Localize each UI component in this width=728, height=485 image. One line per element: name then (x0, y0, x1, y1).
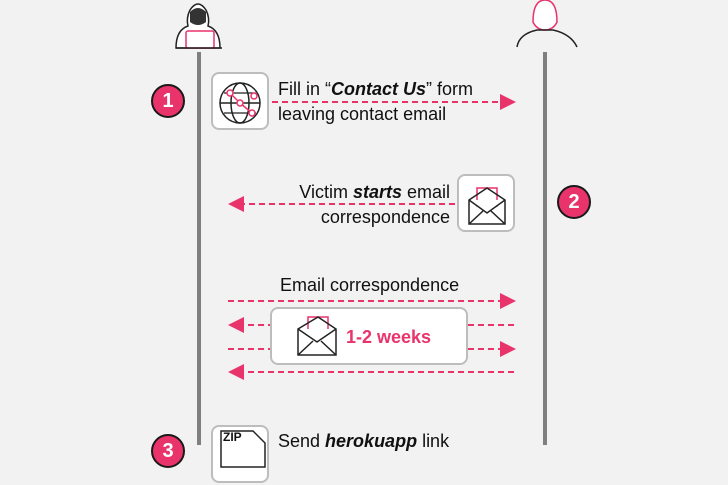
step-3-badge: 3 (151, 434, 185, 468)
step-2-line2: correspondence (320, 207, 450, 227)
hacker-lifeline (197, 52, 201, 445)
step-1-emphasis: Contact Us (331, 79, 427, 99)
step-3-icon-box: ZIP (211, 425, 269, 483)
step-3-post: link (417, 431, 450, 451)
step-2-text: Victim starts email correspondence (294, 180, 450, 230)
hacker-icon (175, 3, 222, 49)
step-2-badge: 2 (557, 185, 591, 219)
step-1-badge: 1 (151, 84, 185, 118)
zip-label: ZIP (223, 430, 242, 444)
step-1-icon-box (211, 72, 269, 130)
step-2-icon-box (457, 174, 515, 232)
correspondence-label: Email correspondence (280, 275, 460, 295)
step-2-pre: Victim (299, 182, 353, 202)
duration-label: 1-2 weeks (346, 327, 432, 347)
globe-network-icon (219, 82, 261, 124)
actors-layer (175, 0, 578, 49)
step-2-emphasis: starts (352, 182, 402, 202)
step-2-post: email (401, 182, 450, 202)
victim-icon (516, 0, 578, 48)
step-3-emphasis: herokuapp (325, 431, 418, 451)
envelope-icon (297, 316, 337, 356)
duration-box: 1-2 weeks (270, 307, 468, 365)
step-1-line2: leaving contact email (278, 104, 447, 124)
step-1-text: Fill in “Contact Us” form leaving contac… (278, 77, 473, 127)
step-3-pre: Send (278, 431, 326, 451)
step-1-post: ” form (426, 79, 474, 99)
victim-lifeline (543, 52, 547, 445)
zip-file-icon (220, 430, 266, 468)
step-1-pre: Fill in “ (278, 79, 331, 99)
step-3-text: Send herokuapp link (278, 429, 449, 454)
envelope-icon (468, 187, 506, 225)
